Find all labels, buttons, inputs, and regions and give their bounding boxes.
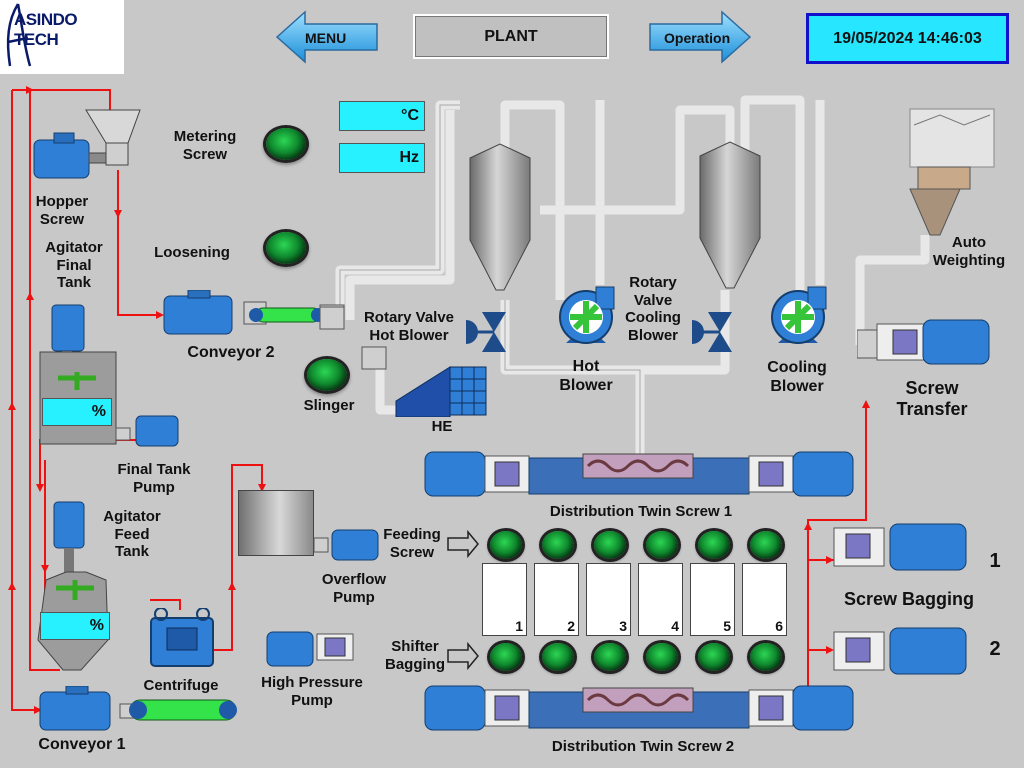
centrifuge-graphic	[150, 608, 214, 667]
feeding-screw-lamp-3	[594, 531, 626, 559]
shifter-number: 3	[619, 618, 627, 634]
cooling-blower-label: Cooling Blower	[767, 359, 827, 395]
datetime-text: 19/05/2024 14:46:03	[809, 16, 1006, 61]
final-tank-pump-label: Final Tank Pump	[117, 461, 191, 496]
metering-screw-label: Metering Screw	[173, 128, 237, 163]
shifter-unit[interactable]: 4	[638, 563, 683, 636]
auto-weighting-machine-graphic	[909, 108, 995, 236]
final-tank-level-readout: %	[42, 398, 112, 426]
loosening-status-lamp	[266, 232, 306, 264]
agitator-final-tank-label: Agitator Final Tank	[45, 239, 103, 292]
conveyor-2-label: Conveyor 2	[187, 344, 275, 361]
arrow-right-icon	[649, 10, 752, 64]
shifter-bagging-label: Shifter Bagging	[385, 638, 445, 673]
arrow-left-icon	[275, 10, 378, 64]
shifter-number: 6	[775, 618, 783, 634]
rotary-valve-cooling-blower-icon	[692, 312, 732, 352]
hopper-screw-label: Hopper Screw	[35, 193, 89, 228]
screw-bagging-1-number: 1	[989, 550, 1001, 572]
shifter-bagging-lamp-1	[490, 643, 522, 671]
page-title: PLANT	[413, 14, 609, 59]
shifter-bagging-lamp-5	[698, 643, 730, 671]
shifter-unit[interactable]: 6	[742, 563, 787, 636]
auto-weighting-label: Auto Weighting	[932, 234, 1006, 269]
cooling-blower-fan-icon	[771, 286, 827, 344]
shifter-unit[interactable]: 1	[482, 563, 527, 636]
logo-text: ASINDO TECH	[14, 10, 78, 49]
feeding-screw-label: Feeding Screw	[383, 526, 441, 561]
hopper-screw-graphic	[33, 109, 141, 179]
high-pressure-pump-label: High Pressure Pump	[261, 674, 363, 709]
shifter-bagging-lamp-4	[646, 643, 678, 671]
screw-transfer-graphic	[857, 319, 990, 365]
shifter-unit[interactable]: 2	[534, 563, 579, 636]
company-logo: ASINDO TECH	[0, 0, 124, 74]
rotary-valve-hot-blower-label: Rotary Valve Hot Blower	[363, 309, 455, 344]
feeding-screw-lamp-6	[750, 531, 782, 559]
feeding-screw-lamp-4	[646, 531, 678, 559]
feeding-screw-lamp-1	[490, 531, 522, 559]
menu-label: MENU	[305, 30, 347, 46]
screw-bagging-2-number: 2	[989, 638, 1001, 660]
feeding-screw-lamp-5	[698, 531, 730, 559]
conveyor-1-label: Conveyor 1	[38, 736, 126, 753]
screw-transfer-label: Screw Transfer	[896, 378, 968, 420]
feeding-screw-lamp-2	[542, 531, 574, 559]
shifter-bagging-lamp-3	[594, 643, 626, 671]
operation-label: Operation	[664, 30, 731, 46]
slinger-label: Slinger	[303, 397, 355, 414]
logo-mark-icon	[6, 3, 32, 67]
distribution-twin-screw-2-graphic	[424, 685, 854, 731]
agitator-final-tank-graphic	[39, 304, 179, 447]
shifter-unit[interactable]: 5	[690, 563, 735, 636]
high-pressure-pump-graphic	[266, 631, 354, 667]
slinger-status-lamp	[307, 359, 347, 391]
distribution-twin-screw-1-graphic	[424, 451, 854, 497]
overflow-pump-label: Overflow Pump	[321, 571, 387, 606]
slinger-he-graphic	[319, 306, 487, 417]
datetime-display: 19/05/2024 14:46:03	[806, 13, 1009, 64]
hot-cyclone-graphic	[469, 143, 531, 291]
distribution-twin-screw-1-label: Distribution Twin Screw 1	[549, 503, 733, 520]
agitator-feed-tank-label: Agitator Feed Tank	[103, 508, 161, 561]
shifter-number: 1	[515, 618, 523, 634]
shifter-bagging-lamp-6	[750, 643, 782, 671]
feed-tank-level-readout: %	[40, 612, 110, 640]
temperature-readout: °C	[339, 101, 425, 131]
he-label: HE	[431, 418, 453, 435]
metering-screw-status-lamp	[266, 128, 306, 160]
loosening-label: Loosening	[154, 244, 230, 261]
shifter-bagging-lamp-2	[542, 643, 574, 671]
overflow-pump-graphic	[313, 529, 379, 561]
cooling-cyclone-graphic	[699, 141, 761, 289]
menu-button[interactable]: MENU	[275, 10, 379, 64]
rotary-valve-hot-blower-icon	[466, 312, 506, 352]
screw-bagging-1-graphic	[833, 523, 967, 571]
frequency-readout: Hz	[339, 143, 425, 173]
shifter-number: 5	[723, 618, 731, 634]
shifter-number: 4	[671, 618, 679, 634]
centrifuge-label: Centrifuge	[143, 677, 219, 694]
shifter-unit[interactable]: 3	[586, 563, 631, 636]
operation-button[interactable]: Operation	[648, 10, 752, 64]
hot-blower-fan-icon	[559, 286, 615, 344]
hot-blower-label: Hot Blower	[559, 358, 613, 394]
distribution-twin-screw-2-label: Distribution Twin Screw 2	[551, 738, 735, 755]
rotary-valve-cooling-blower-label: Rotary Valve Cooling Blower	[625, 274, 681, 345]
screw-bagging-2-graphic	[833, 627, 967, 675]
shifter-number: 2	[567, 618, 575, 634]
conveyor-1-graphic	[39, 686, 237, 731]
screw-bagging-label: Screw Bagging	[843, 589, 975, 609]
overflow-tank	[238, 490, 314, 556]
